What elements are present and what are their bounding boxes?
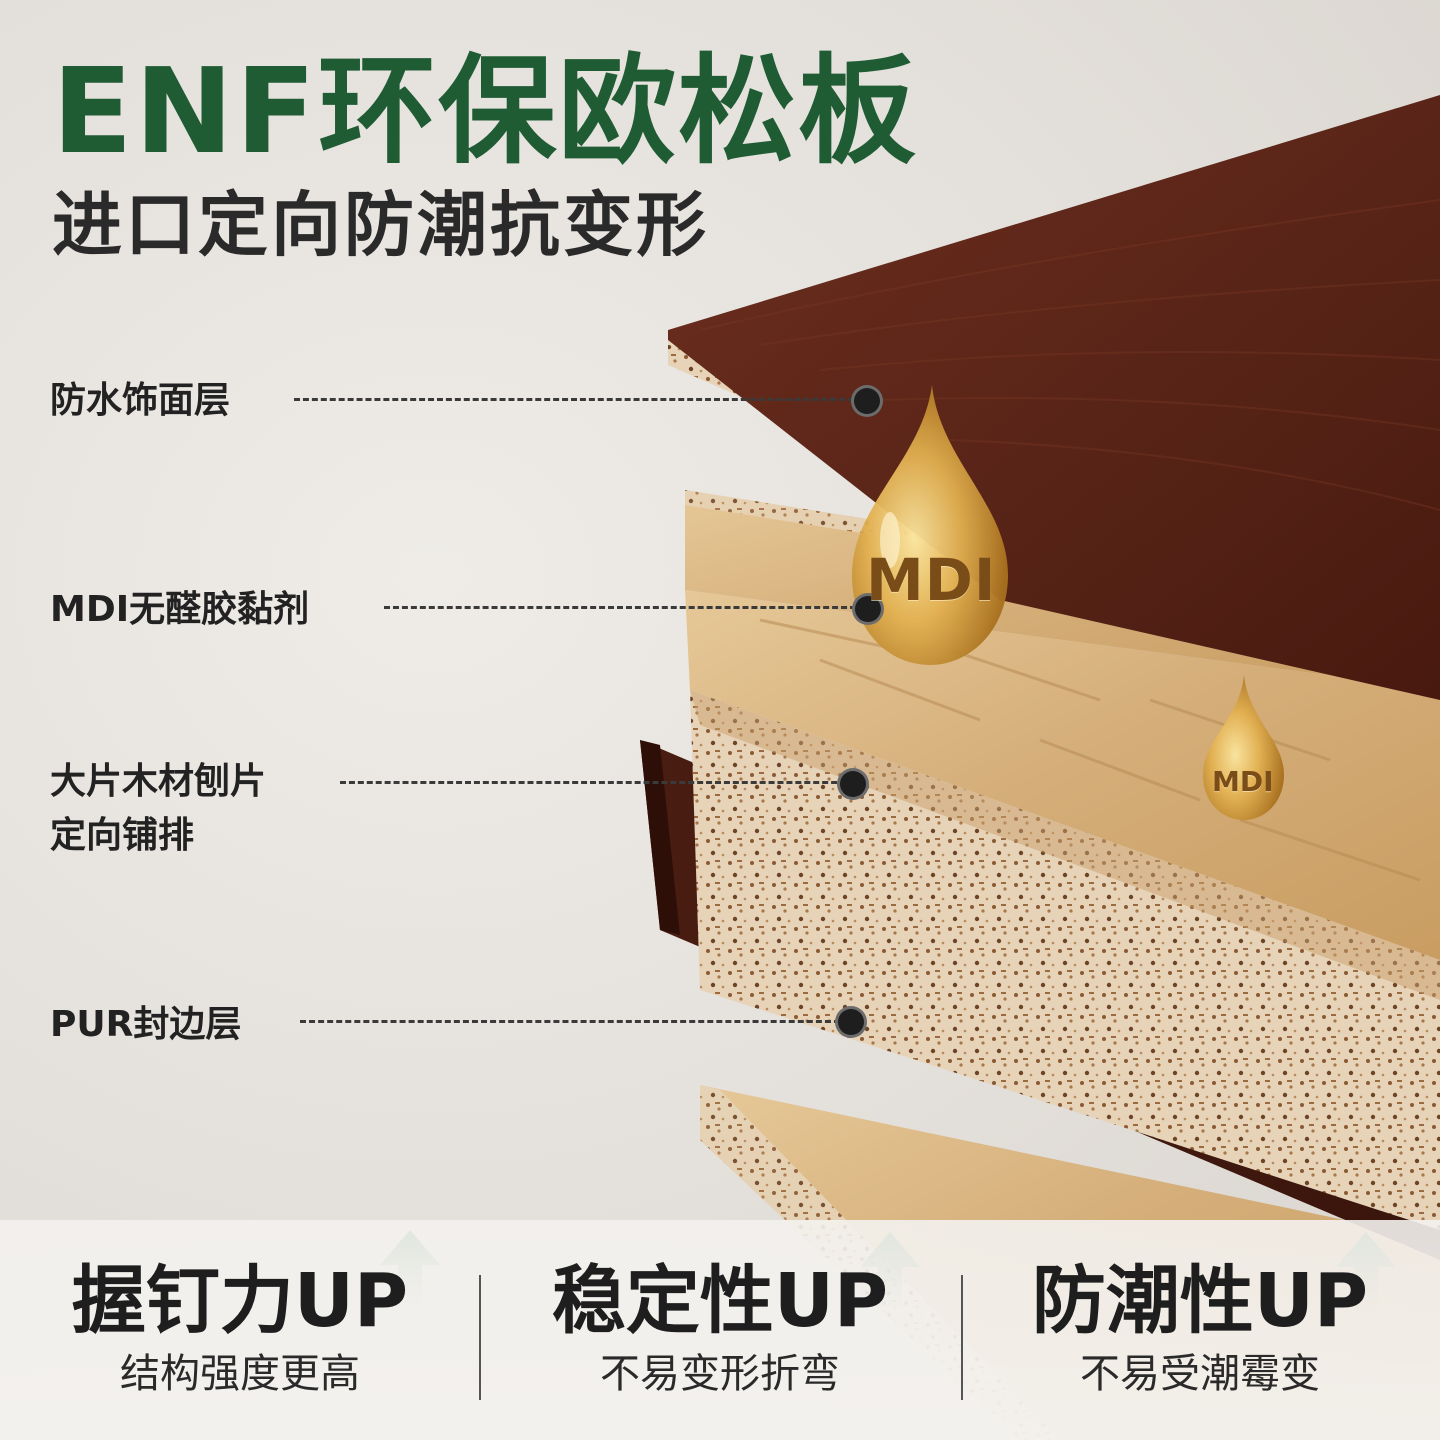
feature-moisture-resistance: 防潮性UP 不易受潮霉变	[960, 1250, 1440, 1430]
feature-subtitle: 不易变形折弯	[600, 1351, 840, 1397]
callout-line	[384, 606, 856, 609]
feature-divider	[961, 1275, 963, 1400]
page-subtitle: 进口定向防潮抗变形	[52, 184, 709, 266]
callout-dot	[835, 1006, 867, 1038]
page-title: ENF环保欧松板	[52, 42, 918, 180]
layer-label-pur-edge: PUR封边层	[50, 1004, 242, 1045]
layer-label-wood-strands: 大片木材刨片 定向铺排	[50, 761, 267, 856]
feature-title: 稳定性UP	[551, 1258, 889, 1344]
callout-dot	[852, 593, 884, 625]
feature-subtitle: 不易受潮霉变	[1080, 1351, 1320, 1397]
callout-line	[300, 1020, 840, 1023]
callout-dot	[837, 768, 869, 800]
callout-dot	[851, 385, 883, 417]
callout-line	[294, 398, 854, 401]
feature-title: 握钉力UP	[71, 1258, 409, 1344]
mdi-drop-label-small: MDI	[1212, 765, 1274, 798]
feature-subtitle: 结构强度更高	[120, 1351, 360, 1397]
mdi-drop-label: MDI	[866, 546, 997, 614]
feature-nail-holding: 握钉力UP 结构强度更高	[0, 1250, 480, 1430]
feature-title: 防潮性UP	[1031, 1258, 1369, 1344]
layer-label-mdi-adhesive: MDI无醛胶黏剂	[50, 589, 310, 630]
feature-divider	[479, 1275, 481, 1400]
features-bar	[0, 1220, 1440, 1440]
feature-stability: 稳定性UP 不易变形折弯	[480, 1250, 960, 1430]
layer-label-waterproof-veneer: 防水饰面层	[50, 380, 231, 421]
callout-line	[340, 781, 846, 784]
